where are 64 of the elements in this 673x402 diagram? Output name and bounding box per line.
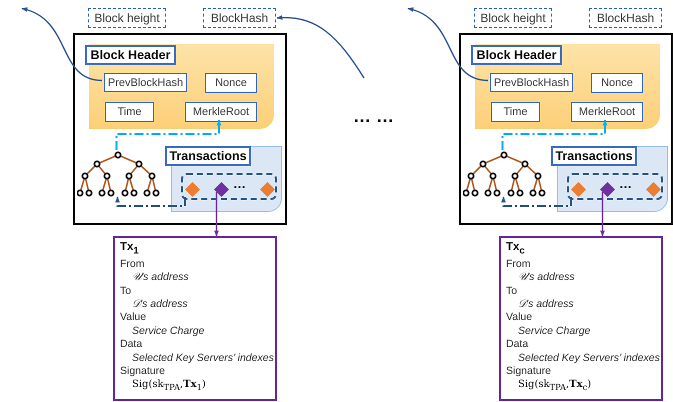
arrow [214, 192, 219, 237]
ellipsis-text: … [233, 176, 246, 191]
field-label: From [120, 258, 144, 272]
field-value: 𝒟’s address [131, 298, 188, 312]
transaction-diamond [646, 182, 661, 197]
transaction-diamond [260, 182, 275, 197]
merkle-tree-drawing [463, 150, 546, 198]
field-box: Nonce [591, 73, 643, 93]
field-box: MerkleRoot [185, 102, 257, 122]
dashed-group-box [181, 173, 277, 200]
transaction-title: Tx$_{c}$ [506, 241, 525, 258]
curved-arrow [407, 8, 488, 82]
field-label: Value [120, 311, 146, 325]
field-value: 𝒰’s address [517, 271, 575, 285]
field-box: PrevBlockHash [104, 73, 187, 92]
field-value: Selected Key Servers’ indexes [131, 352, 274, 365]
dash-dot-arrow [116, 119, 222, 150]
panel-title: Transactions [551, 146, 637, 166]
transaction-card [113, 236, 277, 401]
field-box: Time [105, 102, 154, 122]
dashed-group-box [567, 173, 663, 200]
field-value: Sig(sk$_{TPA}$,Tx$_{c}$) [517, 378, 592, 394]
field-box: Nonce [205, 73, 257, 93]
dash-dot-arrow [501, 196, 572, 207]
block-frame [459, 33, 673, 225]
field-label: Signature [506, 364, 551, 378]
curved-arrow [21, 8, 102, 82]
field-label: To [506, 284, 518, 298]
dash-dot-arrow [502, 119, 608, 150]
panel-title: Block Header [85, 45, 176, 65]
transaction-diamond [571, 182, 586, 197]
field-value: 𝒟’s address [517, 298, 574, 312]
dash-dot-arrow [115, 196, 186, 207]
field-value: 𝒰’s address [131, 271, 189, 285]
field-label: To [120, 284, 132, 298]
field-value: Sig(sk$_{TPA}$,Tx$_{1}$) [131, 378, 206, 394]
field-label: Value [506, 311, 532, 325]
field-label: Signature [120, 364, 165, 378]
arrow [600, 192, 605, 237]
transaction-title: Tx$_{1}$ [120, 241, 139, 258]
field-box: PrevBlockHash [490, 73, 573, 92]
field-box: MerkleRoot [571, 102, 643, 122]
dashed-field-box: Block height [474, 8, 552, 28]
panel-title: Block Header [471, 45, 562, 65]
dashed-field-box: BlockHash [203, 8, 276, 28]
field-value: Selected Key Servers’ indexes [517, 352, 660, 365]
ellipsis-text: … … [353, 106, 394, 127]
field-label: Data [120, 338, 142, 352]
block-frame [73, 33, 287, 225]
transaction-card [499, 236, 663, 401]
field-value: Service Charge [131, 324, 204, 338]
ellipsis-text: … [619, 176, 632, 191]
transaction-diamond [600, 182, 615, 197]
curved-arrow [276, 15, 365, 78]
transaction-diamond [214, 182, 229, 197]
field-label: Data [506, 338, 528, 352]
transaction-diamond [185, 182, 200, 197]
merkle-tree-drawing [77, 150, 160, 198]
dashed-field-box: BlockHash [589, 8, 662, 28]
field-box: Time [491, 102, 540, 122]
panel-title: Transactions [165, 146, 251, 166]
dashed-field-box: Block height [88, 8, 166, 28]
field-value: Service Charge [517, 324, 590, 338]
field-label: From [506, 258, 530, 272]
